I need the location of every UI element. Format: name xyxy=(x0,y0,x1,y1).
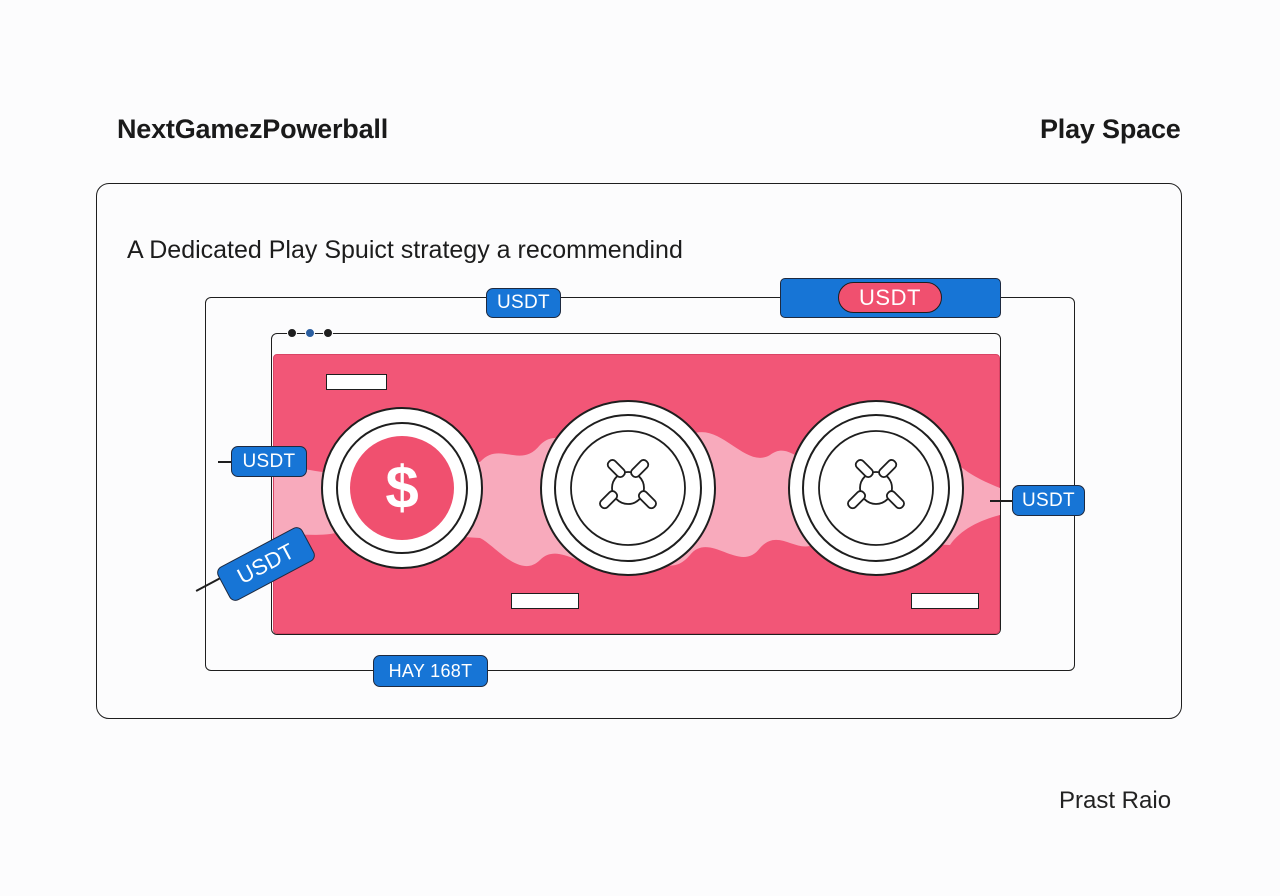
bottom-chip[interactable]: HAY 168T xyxy=(373,655,488,687)
play-space-link[interactable]: Play Space xyxy=(1040,114,1181,144)
game-frame-outer xyxy=(205,297,1075,671)
leader-line-right xyxy=(990,500,1012,502)
window-dot-1 xyxy=(287,328,297,338)
game-window xyxy=(271,333,1001,635)
reel-1 xyxy=(321,407,483,569)
leader-line-left xyxy=(218,461,232,463)
placeholder-bar-bottom-left xyxy=(511,593,579,609)
usdt-chip-top[interactable]: USDT xyxy=(486,288,561,318)
usdt-pink-chip[interactable]: USDT xyxy=(838,282,942,313)
card-heading: A Dedicated Play Spuict strategy a recom… xyxy=(127,236,683,264)
placeholder-bar-bottom-right xyxy=(911,593,979,609)
usdt-chip-left[interactable]: USDT xyxy=(231,446,307,477)
placeholder-bar-top xyxy=(326,374,387,390)
footer-link[interactable]: Prast Raio xyxy=(1059,787,1172,814)
usdt-chip-right[interactable]: USDT xyxy=(1012,485,1085,516)
brand-title[interactable]: NextGamezPowerball xyxy=(117,114,389,144)
window-dot-2 xyxy=(305,328,315,338)
reel-3 xyxy=(788,400,964,576)
window-dot-3 xyxy=(323,328,333,338)
dollar-icon: $ xyxy=(385,454,418,521)
main-card xyxy=(96,183,1182,719)
reel-2 xyxy=(540,400,716,576)
